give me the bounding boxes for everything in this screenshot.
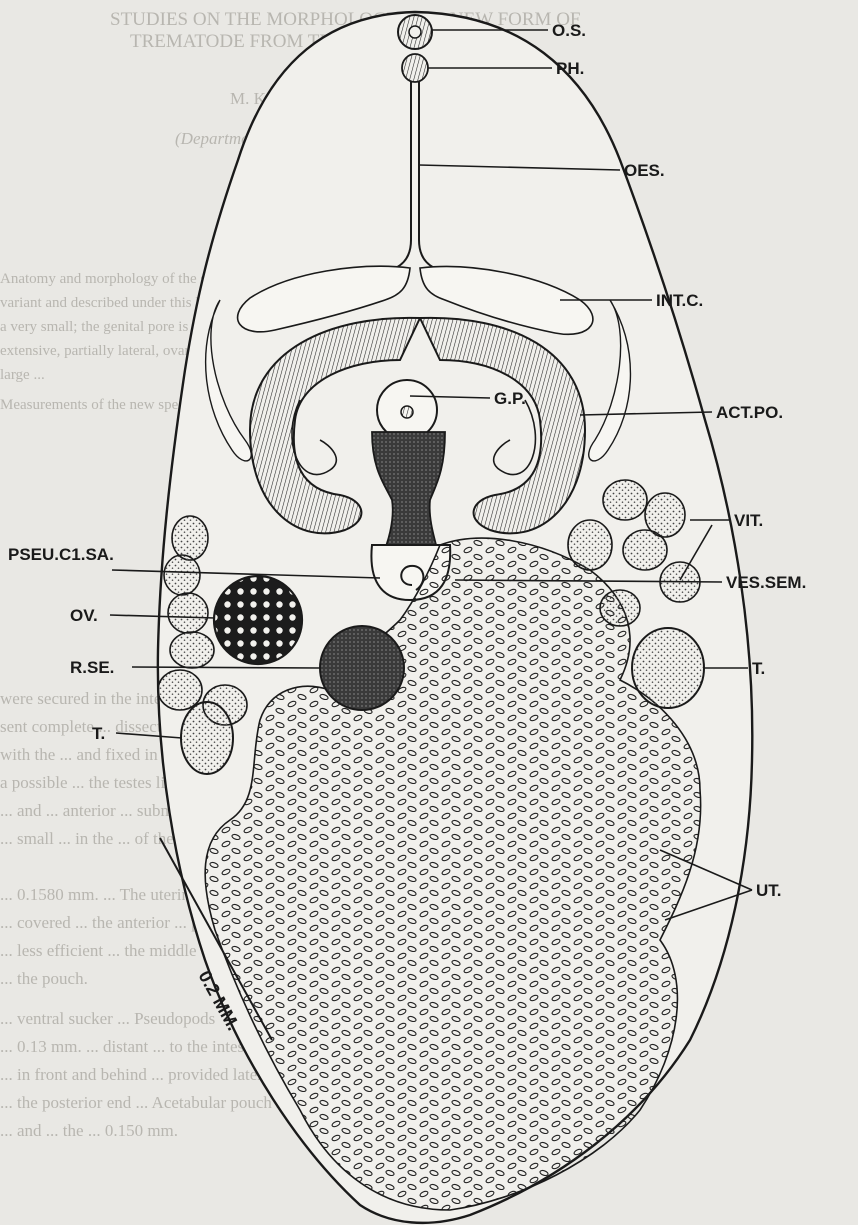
label-pseudo-cirrus-sac: PSEU.C1.SA.	[8, 545, 114, 564]
label-intestinal-caeca: INT.C.	[656, 291, 703, 310]
label-oesophagus: OES.	[624, 161, 665, 180]
label-acetabular-pouch: ACT.PO.	[716, 403, 783, 422]
label-uterus: UT.	[756, 881, 782, 900]
label-ovary: OV.	[70, 606, 98, 625]
ovary	[214, 576, 302, 664]
label-pharynx: PH.	[556, 59, 584, 78]
oral-sucker	[398, 15, 432, 49]
label-vitellaria: VIT.	[734, 511, 763, 530]
label-vesicula-seminalis: VES.SEM.	[726, 573, 806, 592]
genital-pore	[377, 380, 437, 440]
label-receptaculum-seminis: R.SE.	[70, 658, 114, 677]
testis-left	[181, 702, 233, 774]
receptaculum-seminis	[320, 626, 404, 710]
testis-right	[632, 628, 704, 708]
label-oral-sucker: O.S.	[552, 21, 586, 40]
pharynx	[402, 54, 428, 82]
label-testis-left: T.	[92, 724, 105, 743]
label-genital-pore: G.P.	[494, 389, 526, 408]
label-testis-right: T.	[752, 659, 765, 678]
